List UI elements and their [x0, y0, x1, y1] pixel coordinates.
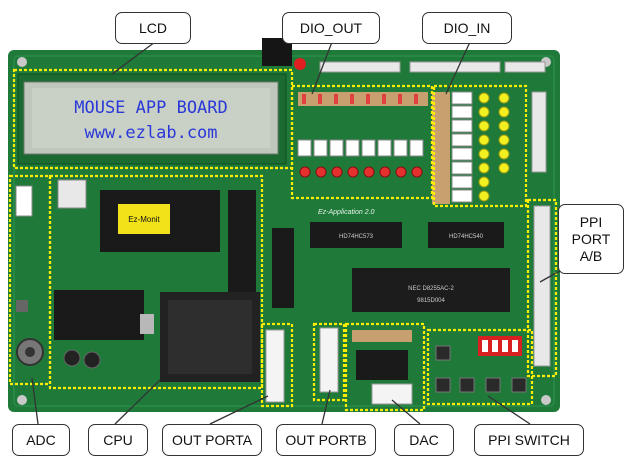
mounting-hole — [17, 57, 27, 67]
portb-header — [319, 327, 339, 393]
highlight-cpu — [48, 174, 264, 390]
lcd-line-2: www.ezlab.com — [84, 123, 217, 143]
svg-text:NEC D8255AC-2: NEC D8255AC-2 — [408, 286, 454, 292]
porta-header — [265, 329, 285, 403]
mounting-hole — [17, 395, 27, 405]
svg-text:9815D004: 9815D004 — [417, 298, 445, 304]
silkscreen-title: Ez-Application 2.0 — [318, 209, 375, 216]
highlight-out-portb — [312, 322, 346, 402]
latch-chips: HD74HC573 HD74HC540 — [272, 222, 504, 308]
callout-dac: DAC — [394, 424, 454, 456]
adc-area — [15, 185, 44, 366]
lcd-module: MOUSE APP BOARD www.ezlab.com — [17, 73, 287, 165]
firmware-sticker — [118, 204, 170, 234]
svg-text:HD74HC540: HD74HC540 — [449, 234, 484, 240]
power-led — [294, 58, 306, 70]
callout-lcd: LCD — [115, 12, 191, 44]
dio-out-area — [297, 92, 428, 178]
callout-dio-in: DIO_IN — [422, 12, 512, 44]
leader-lines — [31, 41, 566, 425]
lcd-screen — [32, 88, 270, 148]
ppi-header — [533, 205, 551, 367]
highlight-dio-in — [432, 84, 528, 208]
dac-area — [352, 330, 413, 405]
cpu-area: Ez-Monit — [54, 179, 260, 382]
callout-out-portb: OUT PORTB — [276, 424, 376, 456]
callout-dio-out: DIO_OUT — [282, 12, 380, 44]
mounting-hole — [541, 395, 551, 405]
highlight-ppi-switch — [426, 328, 534, 406]
highlight-dio-out — [290, 84, 434, 200]
sticker-text: Ez-Monit — [128, 215, 160, 224]
highlight-adc — [8, 174, 52, 386]
ppi-chip: NEC D8255AC-2 9815D004 — [352, 268, 510, 312]
highlight-out-porta — [260, 322, 294, 408]
callout-out-porta: OUT PORTA — [162, 424, 262, 456]
callout-cpu: CPU — [88, 424, 148, 456]
callout-ppi-port: PPI PORT A/B — [558, 204, 624, 274]
ppi-switch-area — [435, 336, 527, 393]
dio-in-area — [432, 91, 547, 204]
callout-adc: ADC — [12, 424, 70, 456]
highlight-boxes — [8, 68, 558, 412]
lcd-line-1: MOUSE APP BOARD — [74, 98, 228, 118]
callout-ppi-switch: PPI SWITCH — [474, 424, 584, 456]
highlight-dac — [344, 322, 426, 412]
highlight-ppi-port — [526, 198, 558, 378]
svg-text:HD74HC573: HD74HC573 — [339, 234, 374, 240]
